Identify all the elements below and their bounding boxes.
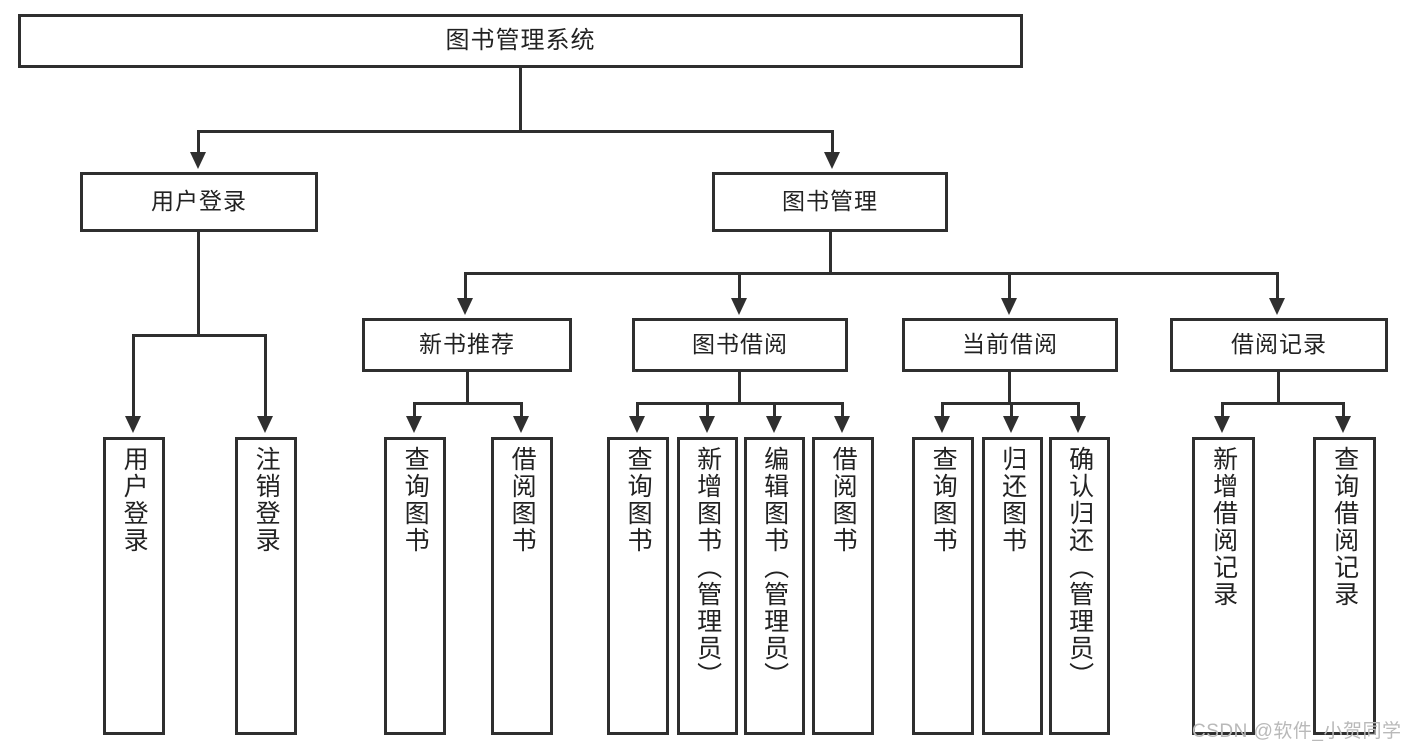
leaf-confirm-return-label: 确认归还（管理员） xyxy=(1065,446,1094,689)
connector-bb-drop-3 xyxy=(773,402,776,418)
arrow-to-leaf-query-book-1 xyxy=(406,416,422,433)
leaf-query-book-1[interactable]: 查询图书 xyxy=(384,437,446,735)
connector-root-drop-right xyxy=(831,130,834,154)
leaf-return-book[interactable]: 归还图书 xyxy=(982,437,1043,735)
leaf-query-record-label: 查询借阅记录 xyxy=(1330,446,1359,608)
connector-cb-stem xyxy=(1008,372,1011,404)
node-root-label: 图书管理系统 xyxy=(445,26,596,54)
leaf-borrow-book-2-label: 借阅图书 xyxy=(829,446,858,554)
connector-root-drop-left xyxy=(197,130,200,154)
leaf-edit-book-label: 编辑图书（管理员） xyxy=(760,446,789,689)
connector-user-login-drop-1 xyxy=(132,334,135,418)
connector-bm-drop-4 xyxy=(1276,272,1279,300)
arrow-to-user-login xyxy=(190,152,206,169)
node-user-login-label: 用户登录 xyxy=(151,188,247,215)
leaf-add-book-label: 新增图书（管理员） xyxy=(693,446,722,689)
connector-root-stem xyxy=(519,68,522,132)
node-book-borrow-label: 图书借阅 xyxy=(692,331,788,358)
connector-book-manage-stem xyxy=(829,232,832,274)
node-user-login[interactable]: 用户登录 xyxy=(80,172,318,232)
connector-nbr-stem xyxy=(466,372,469,404)
node-borrow-record[interactable]: 借阅记录 xyxy=(1170,318,1388,372)
node-new-book-recommend[interactable]: 新书推荐 xyxy=(362,318,572,372)
connector-nbr-drop-1 xyxy=(413,402,416,418)
arrow-to-leaf-query-book-2 xyxy=(629,416,645,433)
arrow-to-leaf-user-login xyxy=(125,416,141,433)
leaf-query-book-3[interactable]: 查询图书 xyxy=(912,437,974,735)
arrow-to-leaf-edit-book xyxy=(766,416,782,433)
connector-bb-bus xyxy=(636,402,844,405)
leaf-query-record[interactable]: 查询借阅记录 xyxy=(1313,437,1376,735)
connector-root-bus xyxy=(197,130,834,133)
connector-user-login-drop-2 xyxy=(264,334,267,418)
leaf-query-book-1-label: 查询图书 xyxy=(401,446,430,554)
arrow-to-leaf-borrow-book-1 xyxy=(513,416,529,433)
leaf-user-login-label: 用户登录 xyxy=(120,446,149,554)
arrow-to-current-borrow xyxy=(1001,298,1017,315)
leaf-confirm-return[interactable]: 确认归还（管理员） xyxy=(1049,437,1110,735)
leaf-borrow-book-2[interactable]: 借阅图书 xyxy=(812,437,874,735)
node-root[interactable]: 图书管理系统 xyxy=(18,14,1023,68)
arrow-to-leaf-confirm-return xyxy=(1070,416,1086,433)
leaf-add-book[interactable]: 新增图书（管理员） xyxy=(677,437,738,735)
connector-br-drop-2 xyxy=(1342,402,1345,418)
arrow-to-leaf-borrow-book-2 xyxy=(834,416,850,433)
arrow-to-leaf-logout-login xyxy=(257,416,273,433)
arrow-to-book-borrow xyxy=(731,298,747,315)
connector-bb-stem xyxy=(738,372,741,404)
connector-nbr-bus xyxy=(413,402,523,405)
node-book-manage-label: 图书管理 xyxy=(782,188,878,215)
connector-cb-drop-2 xyxy=(1010,402,1013,418)
arrow-to-leaf-add-record xyxy=(1214,416,1230,433)
node-book-borrow[interactable]: 图书借阅 xyxy=(632,318,848,372)
leaf-logout-login-label: 注销登录 xyxy=(252,446,281,554)
node-borrow-record-label: 借阅记录 xyxy=(1231,331,1327,358)
connector-bb-drop-2 xyxy=(706,402,709,418)
leaf-user-login[interactable]: 用户登录 xyxy=(103,437,165,735)
leaf-add-record-label: 新增借阅记录 xyxy=(1209,446,1238,608)
connector-bm-drop-2 xyxy=(738,272,741,300)
connector-br-drop-1 xyxy=(1221,402,1224,418)
node-current-borrow-label: 当前借阅 xyxy=(962,331,1058,358)
leaf-borrow-book-1[interactable]: 借阅图书 xyxy=(491,437,553,735)
leaf-return-book-label: 归还图书 xyxy=(998,446,1027,554)
arrow-to-leaf-add-book xyxy=(699,416,715,433)
connector-bb-drop-4 xyxy=(841,402,844,418)
arrow-to-leaf-return-book xyxy=(1003,416,1019,433)
connector-cb-drop-1 xyxy=(941,402,944,418)
connector-user-login-bus xyxy=(132,334,267,337)
arrow-to-leaf-query-record xyxy=(1335,416,1351,433)
connector-cb-drop-3 xyxy=(1077,402,1080,418)
connector-nbr-drop-2 xyxy=(520,402,523,418)
connector-br-bus xyxy=(1221,402,1345,405)
arrow-to-book-manage xyxy=(824,152,840,169)
leaf-edit-book[interactable]: 编辑图书（管理员） xyxy=(744,437,805,735)
node-new-book-recommend-label: 新书推荐 xyxy=(419,331,515,358)
leaf-add-record[interactable]: 新增借阅记录 xyxy=(1192,437,1255,735)
node-book-manage[interactable]: 图书管理 xyxy=(712,172,948,232)
leaf-query-book-2-label: 查询图书 xyxy=(624,446,653,554)
connector-bm-drop-3 xyxy=(1008,272,1011,300)
connector-bm-drop-1 xyxy=(464,272,467,300)
arrow-to-leaf-query-book-3 xyxy=(934,416,950,433)
leaf-borrow-book-1-label: 借阅图书 xyxy=(508,446,537,554)
node-current-borrow[interactable]: 当前借阅 xyxy=(902,318,1118,372)
connector-bb-drop-1 xyxy=(636,402,639,418)
connector-br-stem xyxy=(1277,372,1280,404)
connector-user-login-stem xyxy=(197,232,200,336)
arrow-to-new-book-recommend xyxy=(457,298,473,315)
leaf-query-book-2[interactable]: 查询图书 xyxy=(607,437,669,735)
connector-book-manage-bus xyxy=(464,272,1279,275)
leaf-query-book-3-label: 查询图书 xyxy=(929,446,958,554)
arrow-to-borrow-record xyxy=(1269,298,1285,315)
leaf-logout-login[interactable]: 注销登录 xyxy=(235,437,297,735)
